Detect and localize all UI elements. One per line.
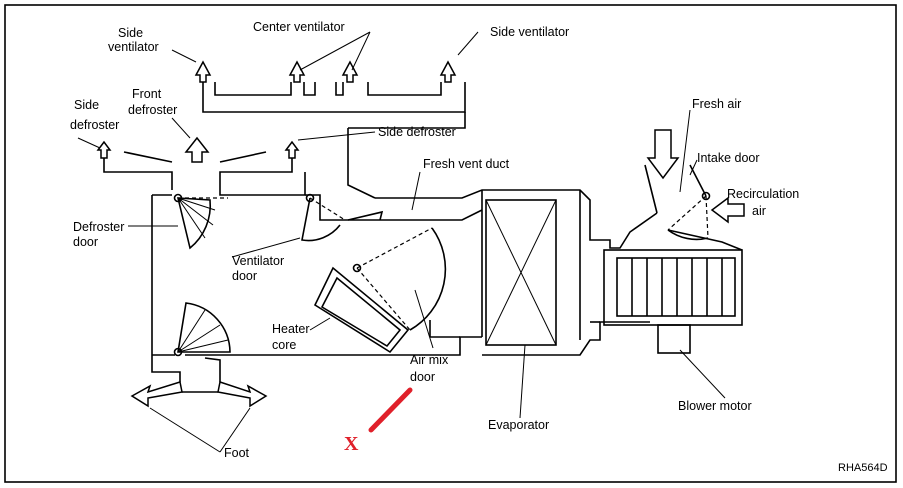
foot-outlet-left-icon xyxy=(130,381,183,408)
foot-outlet-right-icon xyxy=(217,381,268,408)
blower-unit xyxy=(603,249,743,354)
foot-door xyxy=(173,302,231,357)
defroster-door xyxy=(173,193,228,250)
annotation-red-stroke xyxy=(368,387,413,433)
label-ventilator-door-2: door xyxy=(232,269,257,283)
heater-core-unit xyxy=(313,266,410,354)
center-ventilator-outlet-1-icon xyxy=(288,60,306,83)
foot-outlets xyxy=(130,381,268,408)
reference-code: RHA564D xyxy=(838,462,888,474)
label-side-ventilator-left-2: ventilator xyxy=(108,40,159,54)
defroster-manifold xyxy=(103,158,306,196)
label-intake-door: Intake door xyxy=(697,151,760,165)
label-side-defroster-left-2: defroster xyxy=(70,118,119,132)
label-recirculation-1: Recirculation xyxy=(727,187,799,201)
fresh-air-arrow-icon xyxy=(646,129,680,180)
blower-motor-body xyxy=(657,324,691,354)
fresh-air-intake xyxy=(644,129,745,251)
label-center-ventilator: Center ventilator xyxy=(253,20,345,34)
label-blower-motor: Blower motor xyxy=(678,399,752,413)
center-ventilator-outlet-2-icon xyxy=(341,60,359,83)
label-defroster-door-1: Defroster xyxy=(73,220,124,234)
label-side-ventilator-left-1: Side xyxy=(118,26,143,40)
heater-case xyxy=(151,189,658,382)
label-recirculation-2: air xyxy=(752,204,766,218)
ventilator-door xyxy=(301,193,346,242)
side-ventilator-left-outlet-icon xyxy=(194,60,212,83)
label-evaporator: Evaporator xyxy=(488,418,549,432)
air-mix-door xyxy=(352,227,447,331)
label-ventilator-door-1: Ventilator xyxy=(232,254,284,268)
defroster-outlets xyxy=(96,136,306,196)
ventilator-outlets xyxy=(194,60,466,199)
recirculation-air-arrow-icon xyxy=(710,196,745,224)
side-defroster-left-outlet-icon xyxy=(96,140,112,159)
label-front-defroster-2: defroster xyxy=(128,103,177,117)
label-heater-core-2: core xyxy=(272,338,296,352)
side-defroster-right-outlet-icon xyxy=(284,140,300,159)
case-outline xyxy=(151,194,482,358)
ventilator-duct-down xyxy=(347,112,466,199)
label-side-defroster-left-1: Side xyxy=(74,98,99,112)
label-side-defroster-right: Side defroster xyxy=(378,125,456,139)
side-ventilator-right-outlet-icon xyxy=(439,60,457,83)
evaporator-unit xyxy=(485,199,557,346)
label-front-defroster-1: Front xyxy=(132,87,162,101)
leader-lines xyxy=(77,31,726,453)
intake-door xyxy=(667,191,711,241)
front-defroster-outlet-icon xyxy=(184,136,210,163)
label-defroster-door-2: door xyxy=(73,235,98,249)
label-fresh-air: Fresh air xyxy=(692,97,741,111)
annotation-x-mark: X xyxy=(344,433,359,455)
label-air-mix-door-1: Air mix xyxy=(410,353,449,367)
label-fresh-vent-duct: Fresh vent duct xyxy=(423,157,510,171)
label-side-ventilator-right: Side ventilator xyxy=(490,25,569,39)
label-heater-core-1: Heater xyxy=(272,322,310,336)
label-foot: Foot xyxy=(224,446,250,460)
diagram-frame xyxy=(4,4,897,483)
label-air-mix-door-2: door xyxy=(410,370,435,384)
ventilator-manifold xyxy=(202,82,466,113)
